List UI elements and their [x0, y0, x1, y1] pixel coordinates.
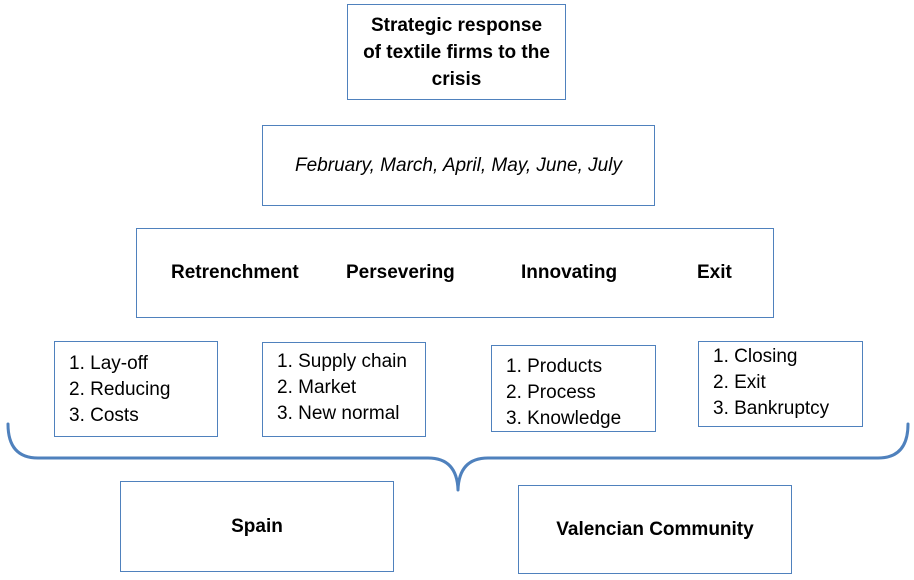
strategy-exit: Exit	[697, 262, 732, 283]
list-item: 1. Supply chain	[277, 351, 407, 372]
strategies-box	[136, 228, 774, 318]
strategy-retrenchment: Retrenchment	[171, 262, 299, 283]
retrenchment-list: 1. Lay-off 2. Reducing 3. Costs	[54, 341, 218, 437]
persevering-list: 1. Supply chain 2. Market 3. New normal	[262, 342, 426, 437]
diagram-title: Strategic response of textile firms to t…	[363, 14, 550, 90]
exit-list: 1. Closing 2. Exit 3. Bankruptcy	[698, 341, 863, 427]
strategy-innovating: Innovating	[521, 262, 618, 283]
region-spain: Spain	[231, 515, 283, 537]
list-item: 1. Products	[506, 356, 603, 377]
list-item: 2. Exit	[713, 372, 766, 393]
list-item: 1. Closing	[713, 346, 798, 367]
valencia-box: Valencian Community	[518, 485, 792, 574]
list-item: 3. Bankruptcy	[713, 398, 830, 419]
list-item: 3. Knowledge	[506, 408, 622, 429]
strategy-persevering: Persevering	[346, 262, 455, 283]
spain-box: Spain	[120, 481, 394, 572]
list-item: 2. Process	[506, 382, 596, 403]
list-item: 3. New normal	[277, 403, 400, 424]
title-box: Strategic response of textile firms to t…	[347, 4, 566, 100]
months-label: February, March, April, May, June, July	[295, 154, 622, 176]
region-valencian-community: Valencian Community	[556, 518, 754, 540]
list-item: 2. Reducing	[69, 379, 171, 400]
list-item: 2. Market	[277, 377, 357, 398]
innovating-list: 1. Products 2. Process 3. Knowledge	[491, 345, 656, 432]
months-box: February, March, April, May, June, July	[262, 125, 655, 206]
list-item: 1. Lay-off	[69, 353, 148, 374]
list-item: 3. Costs	[69, 405, 139, 426]
